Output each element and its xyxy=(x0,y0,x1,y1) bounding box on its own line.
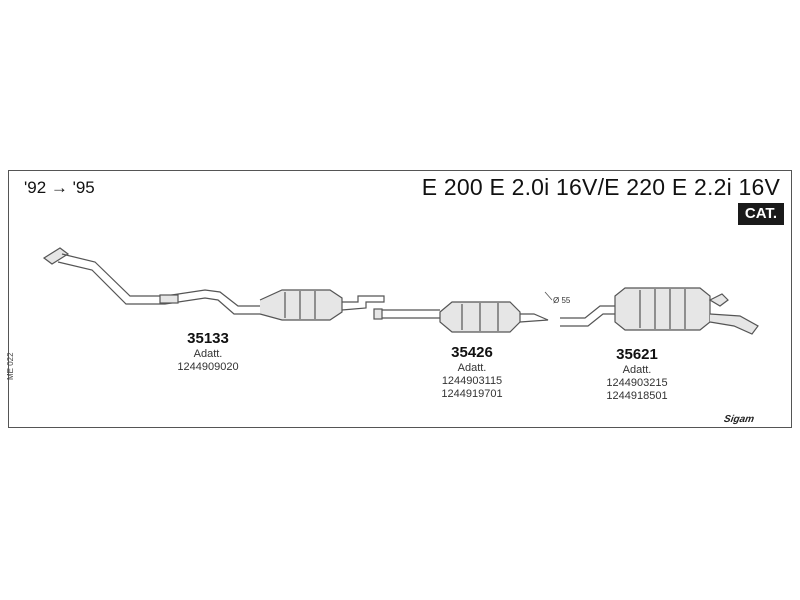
part-ref: 1244903215 xyxy=(606,377,668,389)
cat-badge: CAT. xyxy=(738,203,784,225)
part-adapter-label: Adatt. xyxy=(193,348,223,360)
part-code: 35426 xyxy=(451,344,493,361)
part-ref: 1244918501 xyxy=(606,390,668,402)
part-label-35621: 35621 Adatt. 1244903215 1244918501 xyxy=(597,346,677,403)
part-label-35133: 35133 Adatt. 1244909020 xyxy=(168,330,248,374)
side-reference: ME 022 xyxy=(6,352,15,380)
brand-logo: Sigam xyxy=(723,414,755,425)
diagram-frame xyxy=(8,170,792,428)
model-title: E 200 E 2.0i 16V/E 220 E 2.2i 16V xyxy=(421,174,780,200)
diameter-leader xyxy=(544,291,553,301)
rear-silencer-35621 xyxy=(560,287,759,335)
part-code: 35621 xyxy=(616,346,658,363)
part-adapter-label: Adatt. xyxy=(622,364,652,376)
year-range: '92 → '95 xyxy=(24,178,95,197)
part-code: 35133 xyxy=(187,330,229,347)
part-label-35426: 35426 Adatt. 1244903115 1244919701 xyxy=(432,344,512,401)
diameter-label: Ø 55 xyxy=(553,296,571,305)
part-adapter-label: Adatt. xyxy=(457,362,487,374)
part-ref: 1244919701 xyxy=(441,388,503,400)
front-pipe-35133 xyxy=(42,247,385,321)
part-ref: 1244903115 xyxy=(441,375,503,387)
part-ref: 1244909020 xyxy=(177,361,239,373)
middle-silencer-35426 xyxy=(373,301,549,333)
